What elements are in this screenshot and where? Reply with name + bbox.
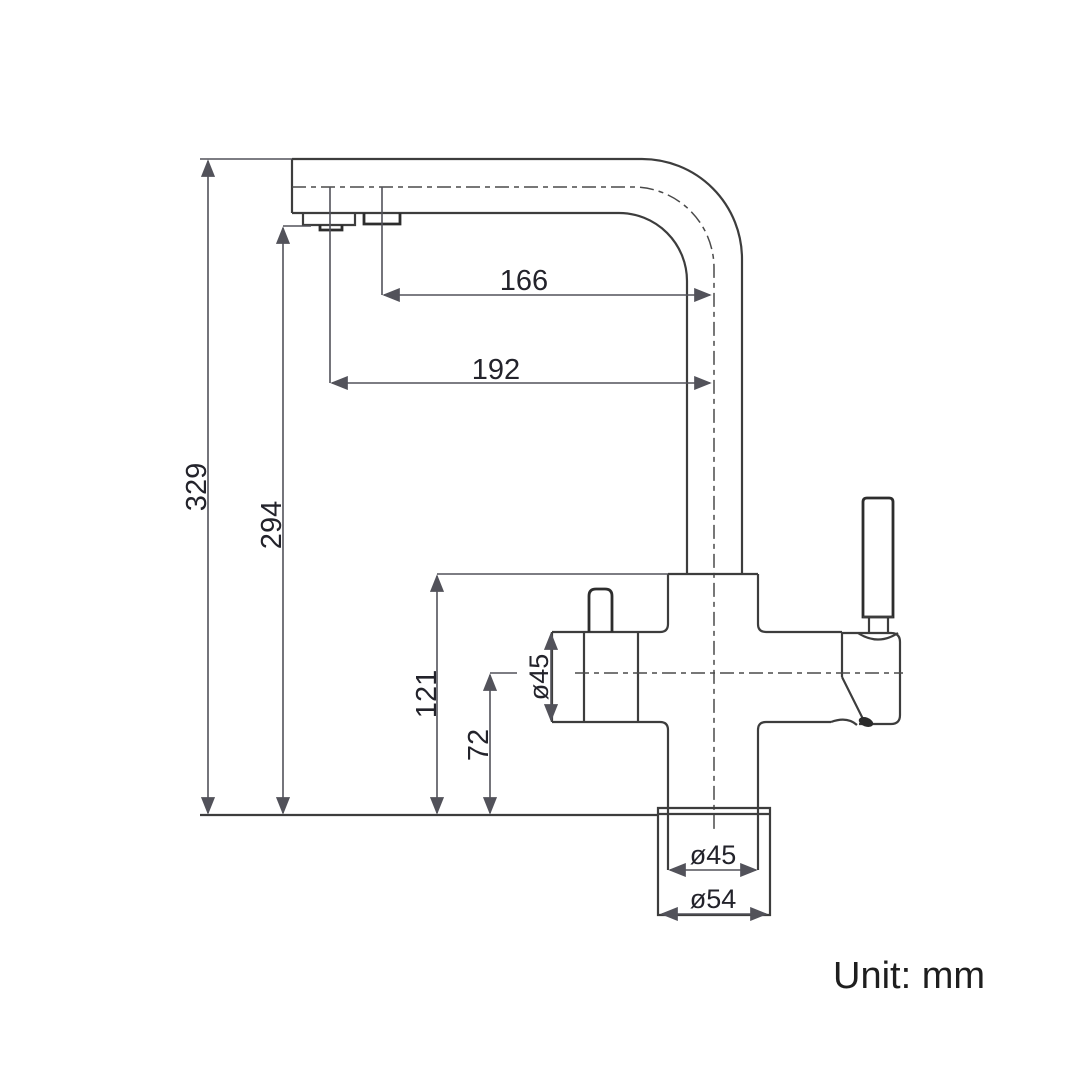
label-center-height-72: 72 (463, 729, 495, 761)
mixer-head-diagonal (841, 676, 865, 722)
label-spout-166: 166 (500, 265, 548, 297)
base-plate (656, 806, 772, 917)
body-neck-left (552, 574, 670, 634)
mixer-handle-neck (867, 617, 890, 633)
aerator-nozzle-main (318, 225, 344, 232)
mixer-handle-base-arc (857, 632, 899, 641)
body-bottom-left (552, 720, 670, 870)
filter-lever (587, 587, 614, 632)
aerator-housing-main (301, 213, 357, 227)
label-spout-192: 192 (472, 354, 520, 386)
dimension-lines (200, 158, 903, 922)
label-overall-height-329: 329 (181, 463, 213, 511)
label-body-diameter: ø45 (524, 654, 554, 701)
mixer-outlet-nub (858, 717, 874, 727)
label-outlet-height-294: 294 (256, 501, 288, 549)
spout-centerline (292, 186, 715, 829)
spout-top-wall (292, 157, 744, 574)
label-body-height-121: 121 (411, 670, 443, 718)
faucet-outline (200, 157, 902, 917)
spout-bottom-wall (292, 211, 689, 574)
mixer-head-shell (842, 631, 902, 726)
label-base-diameter: ø54 (690, 884, 737, 914)
label-shank-diameter: ø45 (690, 840, 737, 870)
body-bottom-right (756, 720, 831, 870)
body-neck-right (756, 574, 842, 634)
dimension-labels: 166 192 329 294 121 72 ø45 ø45 ø54 Unit:… (181, 265, 985, 997)
mixer-handle-lever (861, 496, 895, 619)
unit-label: Unit: mm (833, 955, 985, 997)
body-bottom-right-arc (830, 718, 858, 726)
